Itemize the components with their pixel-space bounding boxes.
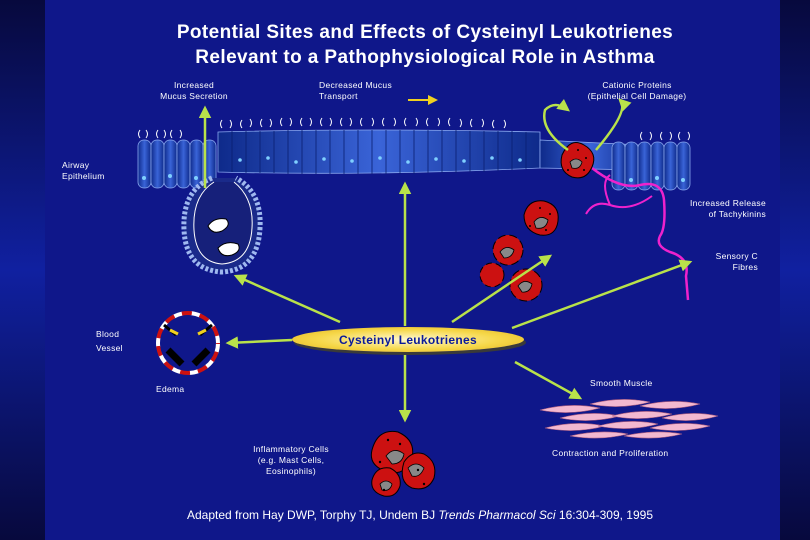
mucus-globule-1 [207,218,229,233]
label-smooth-muscle: Smooth Muscle [590,378,653,388]
smooth-muscle [539,399,719,439]
sensory-fibre-branch [585,174,653,215]
label-cationic-proteins: Cationic Proteins (Epithelial Cell Damag… [578,80,696,102]
cysteinyl-leukotrienes-node: Cysteinyl Leukotrienes [292,327,524,352]
label-text: Cationic Proteins [602,80,672,90]
label-text: Transport [319,91,358,101]
label-inflammatory-cells: Inflammatory Cells (e.g. Mast Cells, Eos… [246,444,336,477]
label-blood-vessel: Blood Vessel [96,327,146,355]
arrow-smooth-muscle [514,360,583,400]
label-text: (e.g. Mast Cells, [257,455,325,465]
label-text: Airway [62,160,90,170]
label-tachykinins: Increased Release of Tachykinins [670,198,766,220]
blood-vessel [156,311,220,375]
cell-nuclei-left [142,174,685,182]
label-text: Vessel [96,343,123,353]
label-mucus-transport: Decreased Mucus Transport [319,80,419,102]
eosinophil-upper [560,142,595,179]
arrow-sensory [511,259,693,330]
label-airway-epithelium: Airway Epithelium [62,160,122,182]
mucus-globule-2 [217,242,240,257]
degranulating-cell-2 [509,268,543,302]
label-text: Blood [96,329,120,339]
label-text: of Tachykinins [708,209,766,219]
label-text: Inflammatory Cells [253,444,329,454]
label-text: Increased Release [690,198,766,208]
epithelium-right [611,141,691,191]
title-line-2: Relevant to a Pathophysiological Role in… [195,47,655,68]
sensory-c-fibre [591,167,690,301]
label-mucus-secretion: Increased Mucus Secretion [152,80,236,102]
degranulating-cell-1 [492,234,524,266]
title-line-1: Potential Sites and Effects of Cysteinyl… [176,22,674,43]
label-text: Eosinophils) [266,466,316,476]
label-text: Sensory C [715,251,758,261]
cilia [138,117,690,141]
slide-title: Potential Sites and Effects of Cysteinyl… [110,20,740,70]
left-border [0,0,45,540]
arrow-inflammatory-tissue [451,254,553,324]
label-sensory-fibres: Sensory C Fibres [696,251,758,273]
arrow-cationic-left [543,98,570,152]
right-border [780,0,810,540]
label-text: Increased [173,80,215,90]
citation: Adapted from Hay DWP, Torphy TJ, Undem B… [100,508,740,522]
label-text: Fibres [732,262,758,272]
airway-epithelium [137,117,691,191]
label-text: Epithelium [62,171,105,181]
label-contraction: Contraction and Proliferation [552,448,669,458]
arrow-cationic-right [595,98,632,151]
citation-authors: Adapted from Hay DWP, Torphy TJ, Undem B… [186,508,439,522]
mucus-gland [181,175,263,275]
eosinophil-tissue [523,200,559,236]
effect-arrows [198,98,693,423]
citation-volume: 16:304-309, 1995 [555,508,653,522]
citation-journal: Trends Pharmacol Sci [438,508,556,522]
degranulating-cell-3 [479,262,505,288]
arrow-gland [233,274,341,324]
label-text: (Epithelial Cell Damage) [587,91,687,101]
inflammatory-cells [370,430,436,497]
label-text: Decreased Mucus [319,80,393,90]
arrow-blood-vessel [225,336,293,349]
label-edema: Edema [156,384,185,394]
epithelium-left [137,139,217,189]
label-text: Mucus Secretion [160,91,228,101]
